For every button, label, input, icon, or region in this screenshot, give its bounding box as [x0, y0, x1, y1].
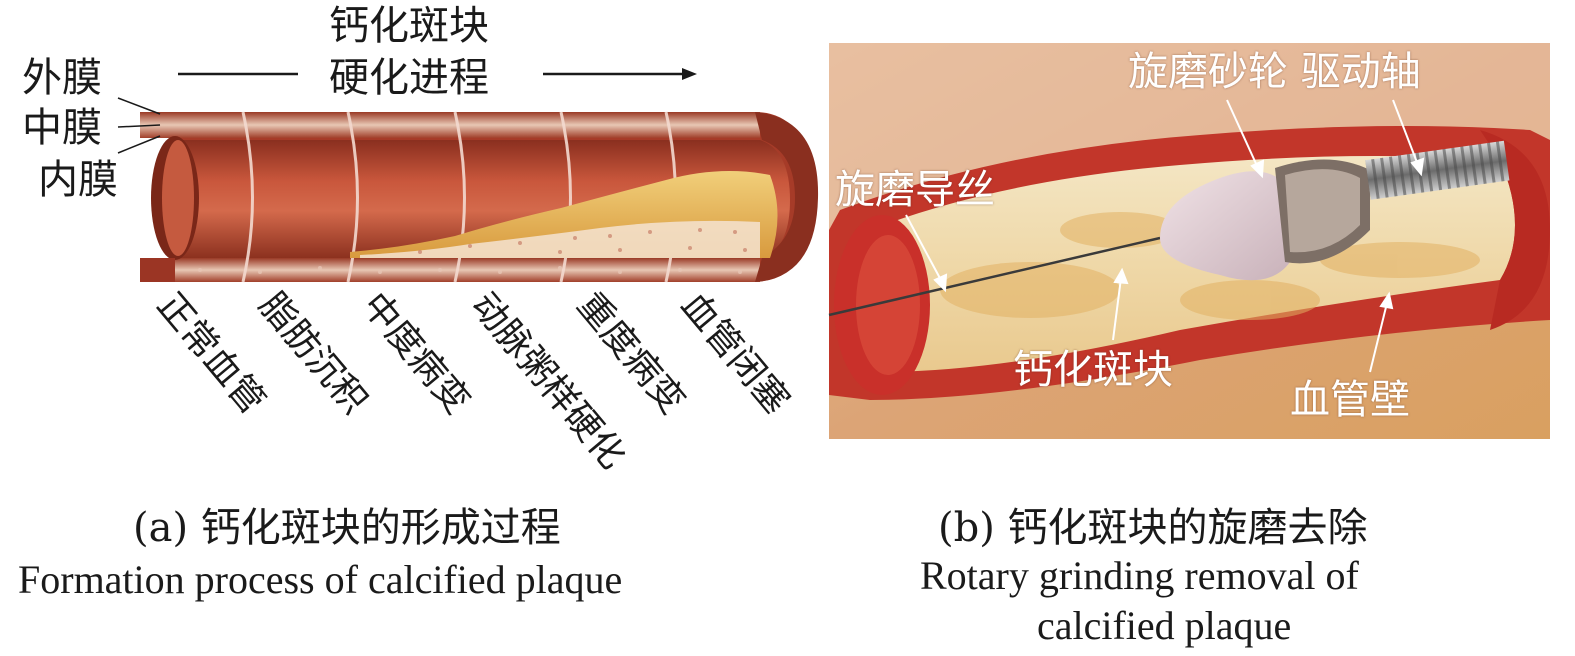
- rotablation-photo: [828, 43, 1550, 439]
- layer-label-adventitia: 外膜: [22, 55, 102, 101]
- layer-label-intima: 内膜: [38, 157, 118, 203]
- progression-title-line2: 硬化进程: [329, 55, 489, 101]
- label-guidewire: 旋磨导丝: [835, 167, 995, 213]
- layer-leader-lines: [117, 97, 161, 154]
- photo-arrows: [905, 99, 1425, 373]
- caption-b-chinese: (b) 钙化斑块的旋磨去除: [938, 505, 1368, 551]
- label-calcified-plaque: 钙化斑块: [1013, 347, 1173, 393]
- label-burr-drive-shaft: 旋磨砂轮 驱动轴: [1128, 49, 1421, 95]
- vessel-body: [140, 111, 819, 283]
- caption-b-english-line2: calcified plaque: [1037, 603, 1292, 648]
- layer-label-media: 中膜: [22, 105, 102, 151]
- caption-a-english: Formation process of calcified plaque: [18, 557, 623, 602]
- caption-b-english-line1: Rotary grinding removal of: [920, 553, 1359, 598]
- caption-a-chinese: (a) 钙化斑块的形成过程: [133, 505, 561, 551]
- progression-title-line1: 钙化斑块: [329, 3, 489, 49]
- label-vessel-wall: 血管壁: [1290, 377, 1410, 423]
- progression-arrow: [178, 68, 697, 80]
